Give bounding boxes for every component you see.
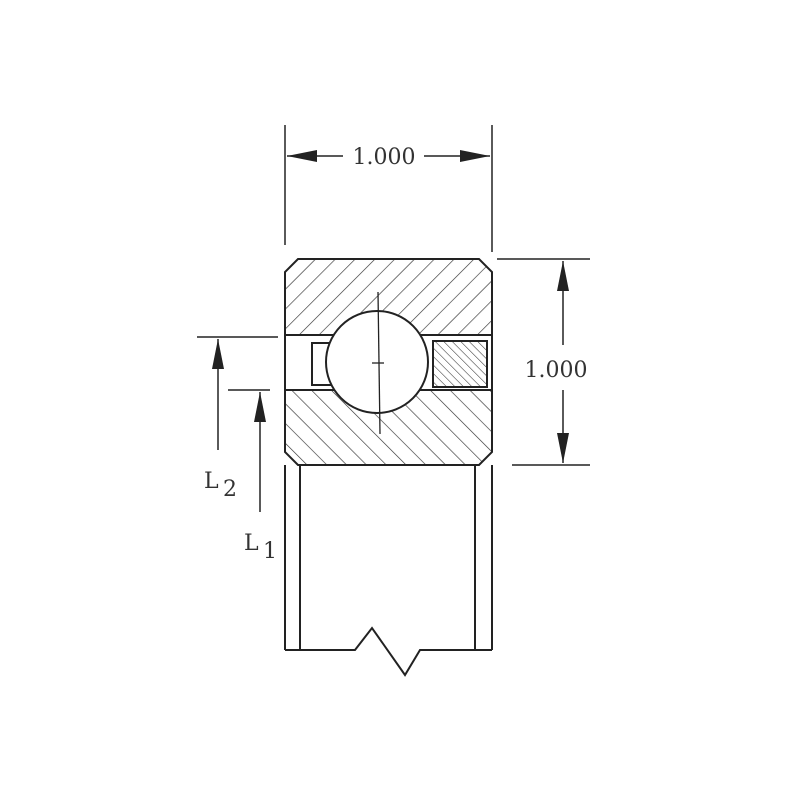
- l1-label: L: [244, 531, 259, 556]
- l2-label: L: [204, 469, 219, 494]
- ball: [325, 310, 429, 414]
- l1-subscript: 1: [263, 539, 277, 564]
- break-line: [285, 626, 492, 677]
- l-dimensions: [197, 336, 278, 512]
- width-dimension: [284, 125, 493, 252]
- height-label: 1.000: [525, 358, 588, 383]
- height-dimension: [497, 258, 590, 466]
- inner-ring: [284, 389, 493, 466]
- l2-subscript: 2: [223, 477, 237, 502]
- cage-right: [432, 340, 488, 388]
- width-label: 1.000: [353, 145, 416, 170]
